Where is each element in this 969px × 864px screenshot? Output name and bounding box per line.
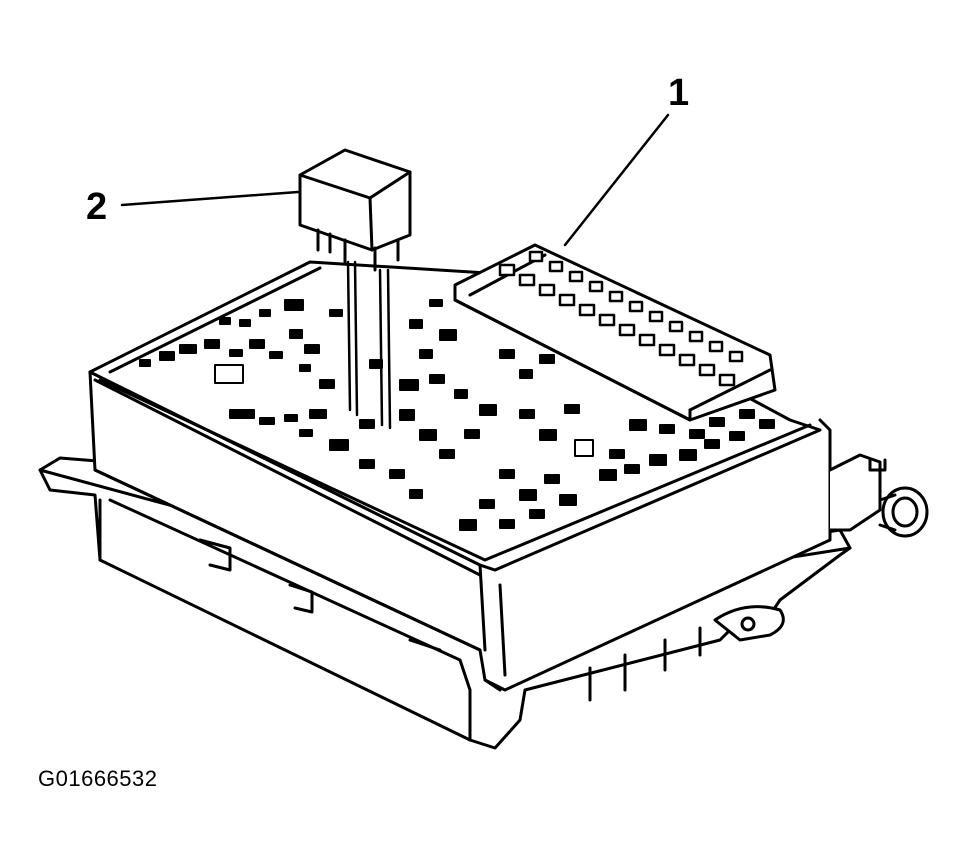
callout-1-leader <box>563 113 670 247</box>
callout-2-label: 2 <box>86 186 108 228</box>
callout-1-label: 1 <box>668 72 690 114</box>
fuse-row <box>453 243 777 422</box>
relay <box>298 148 412 430</box>
side-connector <box>828 453 929 538</box>
callout-2-leader <box>120 190 300 207</box>
figure-id: G01666532 <box>38 766 158 791</box>
relay-sockets <box>139 299 775 531</box>
